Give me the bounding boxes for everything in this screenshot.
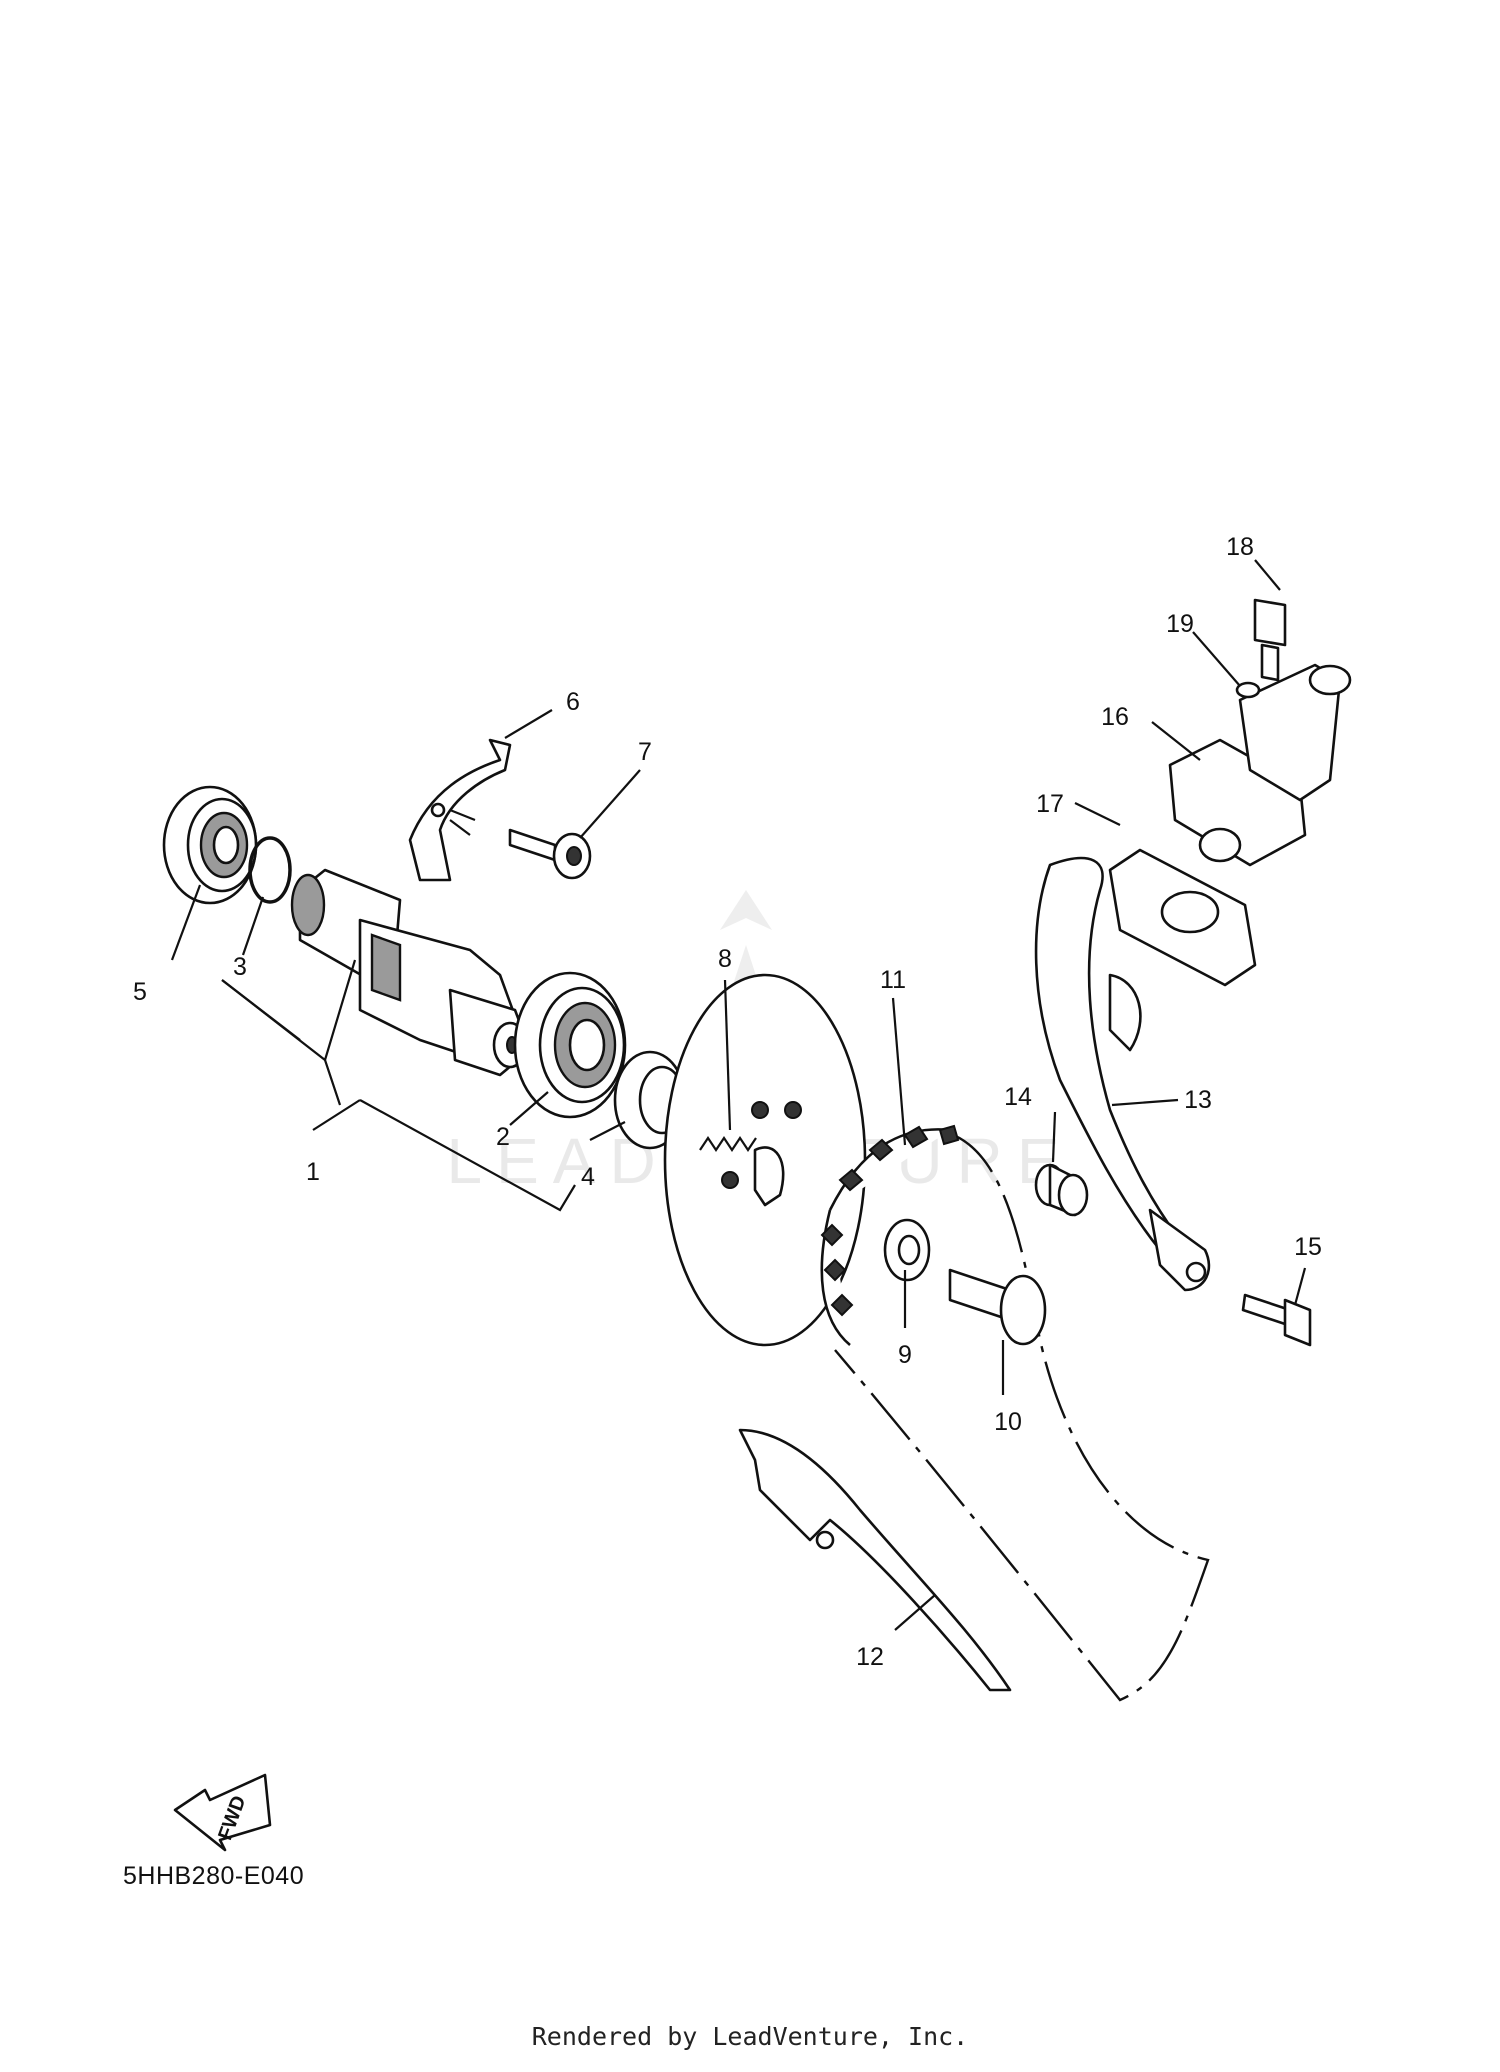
callout-15[interactable]: 15 bbox=[1294, 1233, 1322, 1261]
callout-5[interactable]: 5 bbox=[133, 978, 147, 1006]
tensioner-arm[interactable] bbox=[1034, 856, 1211, 1292]
callout-4[interactable]: 4 bbox=[581, 1163, 595, 1191]
pin-bolt[interactable] bbox=[948, 1268, 1047, 1346]
collar[interactable] bbox=[1034, 1163, 1089, 1217]
callout-2[interactable]: 2 bbox=[496, 1123, 510, 1151]
callout-3[interactable]: 3 bbox=[233, 953, 247, 981]
watermark-logo-icon bbox=[720, 890, 772, 1000]
leader-lines bbox=[170, 559, 1307, 1631]
bearing-right[interactable] bbox=[513, 971, 627, 1119]
fwd-arrow-icon: FWD bbox=[173, 1773, 272, 1852]
chain-guide-lower[interactable] bbox=[738, 1428, 1012, 1692]
callout-labels: 1 2 3 4 5 6 7 8 9 10 11 12 13 14 15 16 1… bbox=[133, 533, 1322, 1671]
timing-chain[interactable] bbox=[820, 1124, 960, 1346]
bolt-15[interactable] bbox=[1241, 1293, 1312, 1347]
chain-guide-plate[interactable] bbox=[408, 738, 512, 882]
callout-13[interactable]: 13 bbox=[1184, 1086, 1212, 1114]
callout-16[interactable]: 16 bbox=[1101, 703, 1129, 731]
bearing-left[interactable] bbox=[162, 785, 258, 905]
callout-6[interactable]: 6 bbox=[566, 688, 580, 716]
callout-18[interactable]: 18 bbox=[1226, 533, 1254, 561]
camshaft[interactable] bbox=[290, 868, 532, 1077]
bolt-18[interactable] bbox=[1253, 598, 1287, 682]
tensioner-gasket[interactable] bbox=[1108, 848, 1257, 987]
washer-small[interactable] bbox=[1235, 681, 1261, 699]
o-ring[interactable] bbox=[248, 836, 292, 904]
callout-9[interactable]: 9 bbox=[898, 1341, 912, 1369]
timing-chain-path bbox=[834, 1131, 1210, 1702]
bolt-7[interactable] bbox=[508, 828, 592, 880]
callout-17[interactable]: 17 bbox=[1036, 790, 1064, 818]
diagram-code: 5HHB280-E040 bbox=[123, 1862, 305, 1890]
callout-11[interactable]: 11 bbox=[880, 966, 906, 994]
callout-14[interactable]: 14 bbox=[1004, 1083, 1032, 1111]
render-credit: Rendered by LeadVenture, Inc. bbox=[531, 2022, 969, 2051]
callout-8[interactable]: 8 bbox=[718, 945, 732, 973]
callout-19[interactable]: 19 bbox=[1166, 610, 1194, 638]
callout-1[interactable]: 1 bbox=[306, 1158, 320, 1186]
callout-12[interactable]: 12 bbox=[856, 1643, 884, 1671]
callout-10[interactable]: 10 bbox=[994, 1408, 1022, 1436]
callout-7[interactable]: 7 bbox=[638, 738, 652, 766]
washer[interactable] bbox=[883, 1218, 931, 1282]
chain-tensioner[interactable] bbox=[1168, 663, 1352, 867]
